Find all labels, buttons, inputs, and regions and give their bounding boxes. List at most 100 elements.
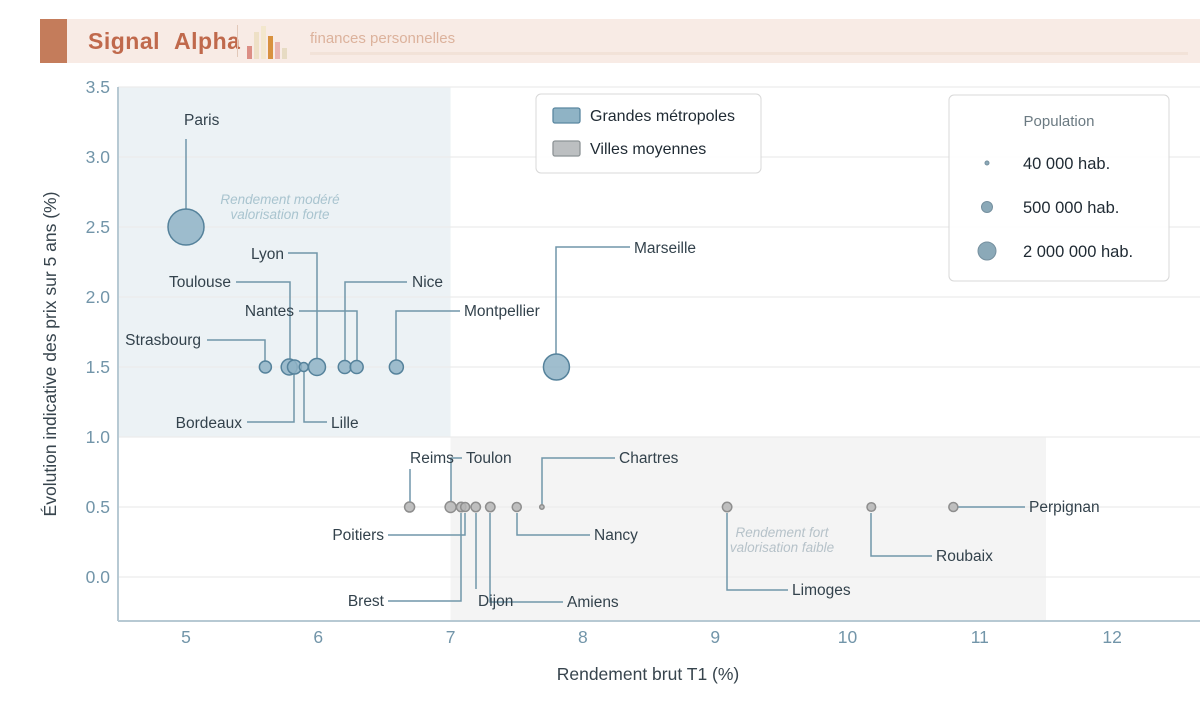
leader-nancy (516, 513, 590, 536)
population-legend: Population 40 000 hab. 500 000 hab. 2 000 0… (948, 94, 1170, 282)
leader-marseille (555, 246, 630, 354)
city-label-perpignan: Perpignan (1029, 499, 1100, 516)
logo-bar-2 (261, 26, 266, 59)
logo-bar-5 (282, 48, 287, 59)
data-point-nancy (511, 501, 522, 513)
data-point-strasbourg (258, 360, 273, 374)
x-tick-11: 11 (971, 627, 989, 647)
leader-amiens (489, 513, 563, 603)
y-tick-1: 1.0 (86, 427, 111, 447)
data-point-roubaix (866, 501, 877, 513)
city-label-bordeaux: Bordeaux (176, 415, 243, 432)
leader-toulon (450, 457, 462, 502)
x-axis-title: Rendement brut T1 (%) (557, 664, 740, 684)
city-label-roubaix: Roubaix (936, 548, 993, 565)
city-label-amiens: Amiens (567, 594, 619, 611)
category-legend-box (535, 93, 762, 174)
data-point-amiens (484, 501, 496, 513)
city-label-lille: Lille (331, 415, 359, 432)
data-point-poitiers (459, 501, 471, 513)
data-point-lyon (307, 357, 327, 377)
logo-bar-1 (254, 32, 259, 59)
city-label-chartres: Chartres (619, 450, 679, 467)
logo-bar-3 (268, 36, 273, 59)
leader-toulouse (236, 281, 291, 359)
y-tick-1.5: 1.5 (86, 357, 110, 377)
city-label-poitiers: Poitiers (332, 527, 384, 544)
data-point-montpellier (388, 359, 405, 375)
city-label-nice: Nice (412, 274, 443, 291)
bar-chart-logo-icon (247, 26, 287, 59)
data-point-marseille (542, 353, 571, 381)
size-swatch-40-000-hab- (984, 160, 990, 166)
leader-poitiers (388, 513, 466, 536)
y-tick-3.5: 3.5 (86, 77, 110, 97)
city-label-nancy: Nancy (594, 527, 638, 544)
y-tick-3: 3.0 (86, 147, 111, 167)
city-label-nantes: Nantes (245, 303, 294, 320)
size-swatch-2-000-000-hab- (977, 241, 997, 261)
app-header: Signal Alpha finances personnelles (40, 19, 1200, 63)
leader-roubaix (870, 513, 932, 557)
y-tick-0.5: 0.5 (86, 497, 110, 517)
x-tick-7: 7 (446, 627, 456, 647)
logo-bar-0 (247, 46, 252, 59)
city-label-dijon: Dijon (478, 593, 513, 610)
data-point-nantes (349, 359, 364, 375)
logo-bar-4 (275, 42, 280, 59)
population-legend-title: Population (1024, 113, 1095, 130)
y-tick-0: 0.0 (86, 567, 111, 587)
legend-swatch-grandes-me-tropoles (552, 107, 581, 124)
size-label-40-000-hab-: 40 000 hab. (1023, 155, 1110, 173)
size-swatch-500-000-hab- (981, 201, 993, 213)
leader-lyon (288, 252, 318, 358)
data-point-toulon (444, 500, 457, 514)
y-tick-2.5: 2.5 (86, 217, 110, 237)
brand-accent-block (40, 19, 67, 63)
data-point-reims (403, 501, 416, 513)
legend-swatch-villes-moyennes (552, 140, 581, 157)
city-label-toulon: Toulon (466, 450, 512, 467)
city-label-montpellier: Montpellier (464, 303, 540, 320)
leader-nice (344, 281, 407, 360)
zone-rendement-modere (118, 87, 451, 437)
city-label-limoges: Limoges (792, 582, 851, 599)
leader-brest (388, 513, 462, 602)
leader-chartres (541, 457, 615, 505)
data-point-limoges (721, 501, 733, 513)
leader-montpellier (395, 310, 460, 360)
x-tick-8: 8 (578, 627, 588, 647)
city-label-lyon: Lyon (251, 246, 284, 263)
header-bar (40, 19, 1200, 63)
y-axis-title: Évolution indicative des prix sur 5 ans … (40, 192, 60, 517)
x-tick-12: 12 (1102, 627, 1121, 647)
city-label-toulouse: Toulouse (169, 274, 231, 291)
data-point-lille (298, 361, 309, 373)
city-label-strasbourg: Strasbourg (125, 332, 201, 349)
leader-nantes (299, 310, 358, 360)
city-label-marseille: Marseille (634, 240, 696, 257)
leader-lille (303, 372, 327, 423)
x-tick-9: 9 (710, 627, 720, 647)
data-point-chartres (538, 504, 545, 510)
brand-title: Signal Alpha (88, 28, 241, 54)
data-point-nice (337, 359, 353, 375)
data-point-perpignan (948, 501, 959, 513)
leader-limoges (726, 513, 788, 591)
data-point-dijon (470, 501, 482, 513)
leader-strasbourg (207, 339, 266, 361)
site-tagline: finances personnelles (310, 30, 456, 47)
size-label-500-000-hab-: 500 000 hab. (1023, 199, 1119, 217)
data-point-paris (167, 208, 205, 246)
city-label-paris: Paris (184, 112, 220, 129)
size-label-2-000-000-hab-: 2 000 000 hab. (1023, 243, 1133, 261)
x-tick-6: 6 (313, 627, 323, 647)
legend-label-grandes-me-tropoles: Grandes métropoles (590, 108, 735, 125)
header-divider (237, 25, 238, 57)
city-label-reims: Reims (410, 450, 454, 467)
tagline-underline (310, 52, 1188, 55)
legend-label-villes-moyennes: Villes moyennes (590, 141, 706, 158)
